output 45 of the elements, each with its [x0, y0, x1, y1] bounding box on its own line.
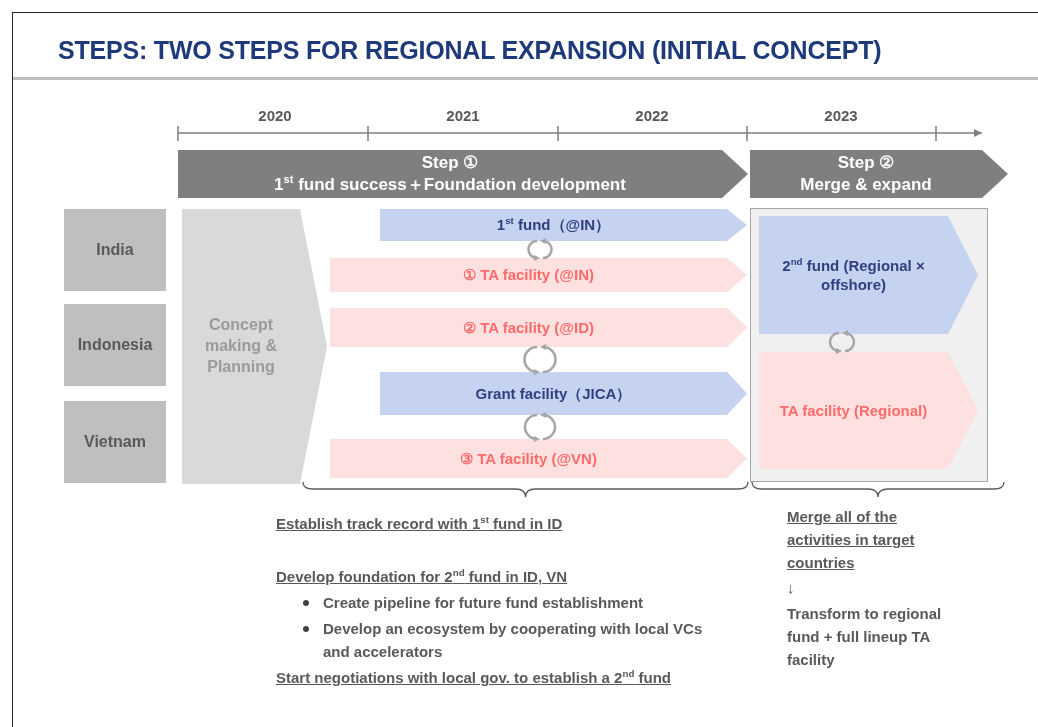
fund-banner: [380, 372, 747, 415]
ta-facility-banner: [759, 352, 978, 469]
country-box: [64, 304, 166, 386]
node-label: TA facility (Regional): [778, 400, 929, 421]
year-label: 2020: [257, 106, 293, 126]
note-text: Develop foundation for 2$^{nd}$ fund in ID, VN: [276, 566, 569, 587]
fund-banner: [759, 216, 978, 334]
note-text: Merge all of the activities in target countries: [787, 507, 916, 573]
fund-banner: [380, 209, 747, 241]
year-label: 2023: [823, 106, 859, 126]
step-title: Merge & expand: [799, 174, 933, 196]
note-text: Start negotiations with local gov. to establish a 2$^{nd}$ fund: [276, 667, 673, 688]
title: STEPS: TWO STEPS FOR REGIONAL EXPANSION (INITIAL CONCEPT): [58, 36, 882, 65]
year-label: 2021: [445, 106, 481, 126]
concept-chevron: [182, 209, 327, 484]
node-label: Concept making & Planning: [204, 315, 278, 377]
node-label: 1$^{st}$ fund（@IN）: [495, 215, 612, 235]
ta-facility-banner: [330, 308, 747, 347]
step-panel: [750, 208, 988, 482]
cycle-arrow: [527, 238, 553, 261]
step-banner: [750, 150, 1008, 198]
node-label: Indonesia: [76, 334, 154, 355]
note-text: Create pipeline for future fund establishment: [323, 593, 645, 613]
node-label: ① TA facility (@IN): [462, 265, 595, 285]
country-box: [64, 401, 166, 483]
step-banner: [178, 150, 748, 198]
step-title: 1$^{st}$ fund success＋Foundation development: [273, 174, 627, 196]
year-label: 2022: [634, 106, 670, 126]
cycle-arrow: [523, 412, 557, 442]
ta-facility-banner: [330, 439, 747, 478]
ta-facility-banner: [330, 258, 747, 292]
country-box: [64, 209, 166, 291]
step-number: Step ①: [420, 151, 480, 174]
node-label: ③ TA facility (@VN): [459, 448, 598, 469]
note-text: Transform to regional fund + full lineup TA facility: [787, 604, 942, 670]
step-number: Step ②: [836, 151, 896, 174]
node-label: 2$^{nd}$ fund (Regional × offshore): [781, 255, 926, 295]
node-label: Grant facility（JICA）: [474, 383, 633, 404]
note-text: Establish track record with 1$^{st}$ fund in ID: [276, 513, 564, 534]
cycle-arrow: [523, 344, 557, 375]
note-text: ↓: [787, 578, 796, 598]
node-label: India: [95, 239, 135, 260]
cycle-arrow: [828, 330, 856, 354]
node-label: ② TA facility (@ID): [462, 317, 595, 338]
node-label: Vietnam: [83, 431, 147, 452]
